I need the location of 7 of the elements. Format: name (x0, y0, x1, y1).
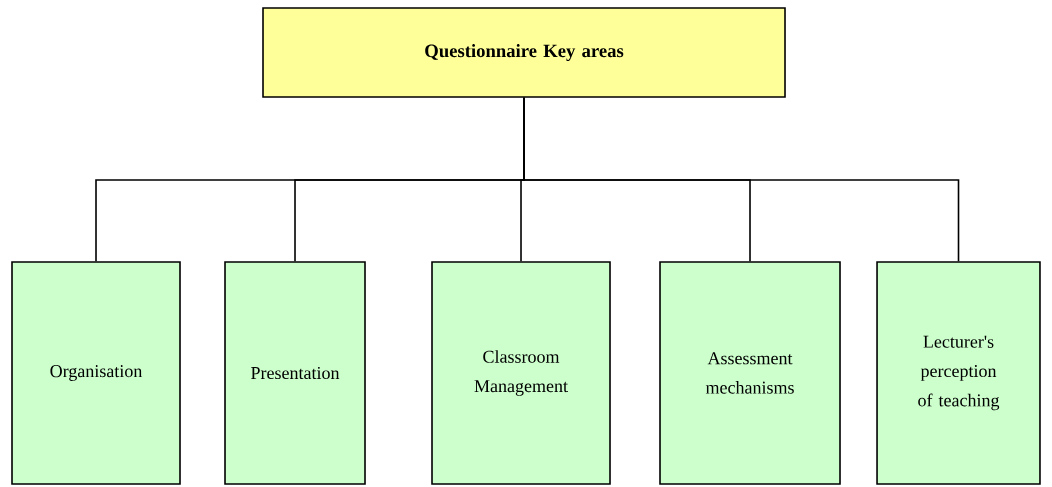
title-box: Questionnaire Key areas (262, 7, 786, 98)
category-box: Organisation (11, 261, 181, 485)
category-box: Assessment mechanisms (659, 261, 841, 485)
connector-line (523, 97, 960, 262)
category-box: Lecturer's perception of teaching (876, 261, 1041, 485)
category-box: Classroom Management (431, 261, 611, 485)
category-box: Presentation (224, 261, 366, 485)
